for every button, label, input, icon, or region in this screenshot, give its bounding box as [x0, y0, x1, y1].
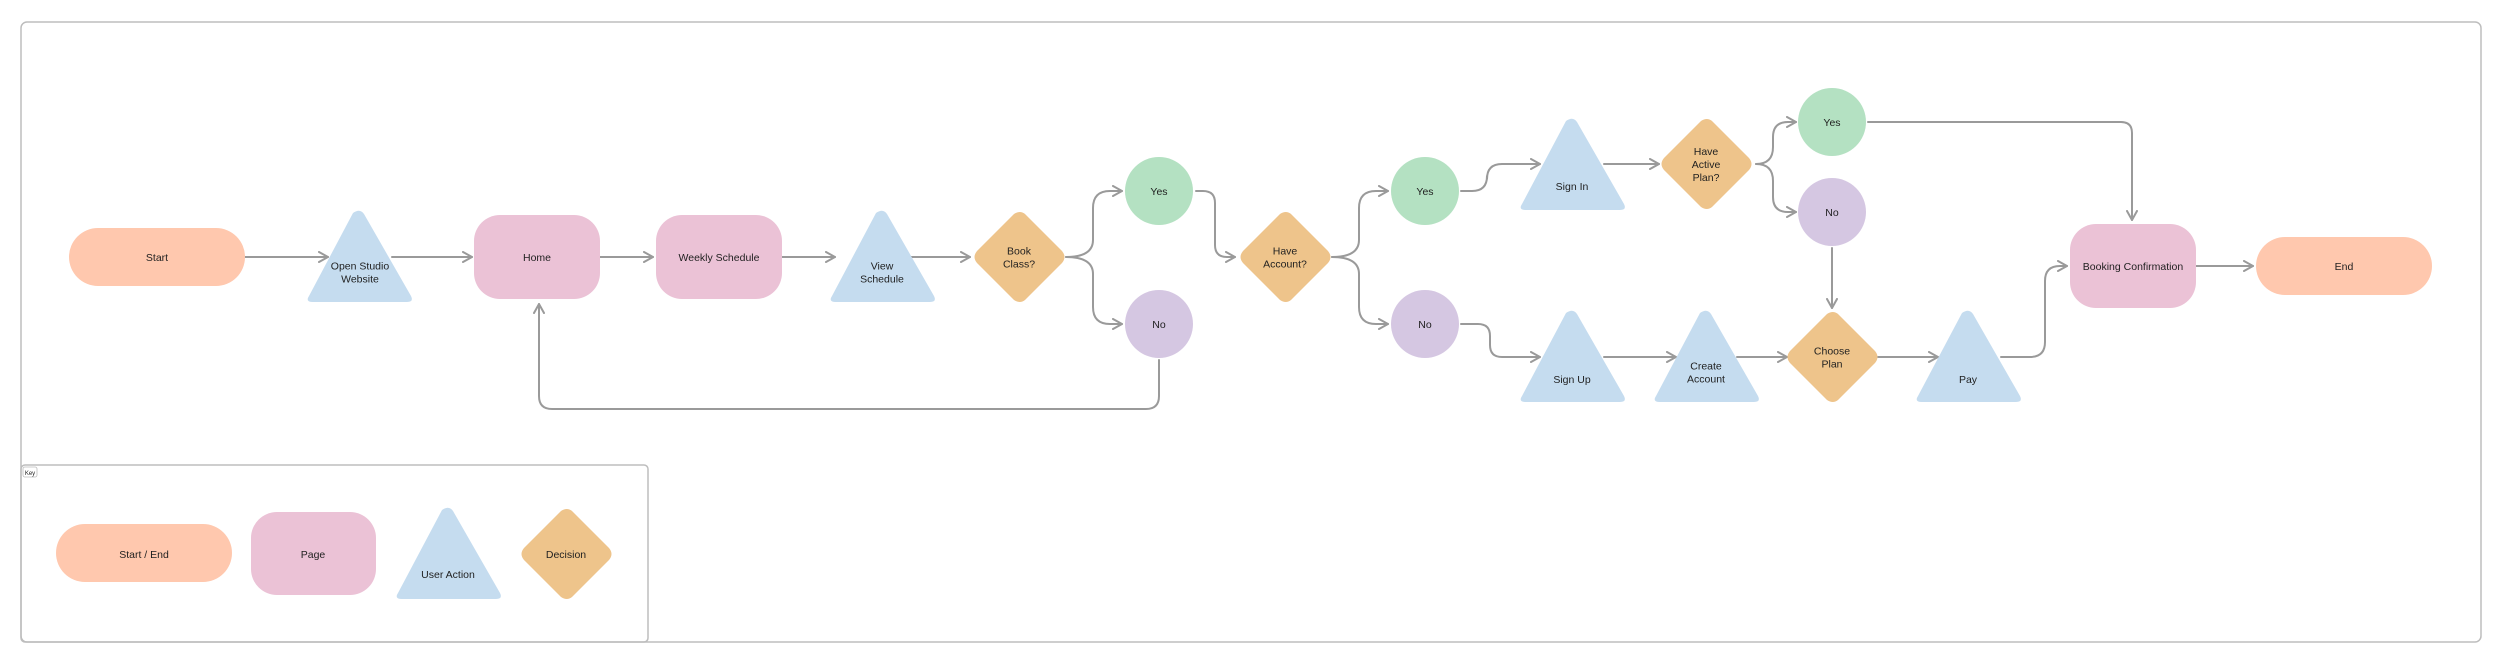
no-circle [1391, 290, 1459, 358]
yes-account-label: Yes [1416, 186, 1433, 198]
sign-up-label: Sign Up [1553, 374, 1591, 386]
edge-account-no [1331, 256, 1389, 330]
key-user-action: User Action [396, 507, 501, 599]
key-panel: Key Start / End Page User Action Decisio… [20, 464, 649, 643]
decision-diamond [521, 509, 612, 599]
sign-in-label: Sign In [1556, 181, 1589, 193]
sign-in-node[interactable]: Sign In [1520, 118, 1625, 210]
decision-diamond [974, 212, 1065, 302]
edge-book-yes [1065, 185, 1123, 258]
home-label: Home [523, 252, 551, 264]
no-book-label: No [1152, 319, 1166, 331]
end-node[interactable]: End [2256, 237, 2432, 295]
home-shape [474, 215, 600, 299]
connectors [244, 116, 2254, 410]
yes-circle [1798, 88, 1866, 156]
start-node[interactable]: Start [69, 228, 245, 286]
user-action-triangle [396, 507, 501, 599]
no-plan-node[interactable]: No [1798, 178, 1866, 246]
sign-up-node[interactable]: Sign Up [1520, 310, 1625, 402]
key-title-box [22, 466, 38, 478]
yes-circle [1391, 157, 1459, 225]
key-start-end-label: Start / End [119, 549, 169, 561]
decision-diamond [1240, 212, 1331, 302]
pay-node[interactable]: Pay [1916, 310, 2021, 402]
end-shape [2256, 237, 2432, 295]
decision-diamond [1661, 119, 1752, 209]
key-frame [20, 464, 649, 643]
key-start-end-shape [56, 524, 232, 582]
edge-yes-confirmation [1867, 121, 2138, 221]
no-account-label: No [1418, 319, 1432, 331]
edge-no-home [533, 303, 1160, 410]
key-page-label: Page [301, 549, 326, 561]
yes-circle [1125, 157, 1193, 225]
edge-account-yes [1331, 185, 1389, 258]
key-page: Page [251, 512, 376, 595]
key-start-end: Start / End [56, 524, 232, 582]
edge-pay-confirmation [2000, 260, 2068, 358]
edge-yes-account [1195, 190, 1236, 263]
yes-plan-node[interactable]: Yes [1798, 88, 1866, 156]
key-decision: Decision [521, 509, 612, 599]
diagram-frame [20, 21, 2482, 643]
user-action-triangle [1916, 310, 2021, 402]
edge-book-no [1065, 256, 1123, 330]
no-account-node[interactable]: No [1391, 290, 1459, 358]
edge-no-signup [1460, 323, 1541, 363]
user-action-triangle [830, 210, 935, 302]
edge-plan-no [1755, 163, 1797, 218]
user-action-triangle [1520, 310, 1625, 402]
no-circle [1798, 178, 1866, 246]
home-node[interactable]: Home [474, 215, 600, 299]
key-page-shape [251, 512, 376, 595]
booking-confirmation-label: Booking Confirmation [2083, 261, 2184, 273]
booking-confirmation-shape [2070, 224, 2196, 308]
decision-diamond [1787, 312, 1878, 402]
edge-plan-yes [1755, 116, 1797, 165]
weekly-schedule-shape [656, 215, 782, 299]
no-book-node[interactable]: No [1125, 290, 1193, 358]
end-label: End [2335, 261, 2354, 273]
booking-confirmation-node[interactable]: Booking Confirmation [2070, 224, 2196, 308]
no-plan-label: No [1825, 207, 1839, 219]
key-decision-label: Decision [546, 549, 586, 561]
key-user-action-label: User Action [421, 569, 475, 581]
yes-account-node[interactable]: Yes [1391, 157, 1459, 225]
yes-book-node[interactable]: Yes [1125, 157, 1193, 225]
yes-book-label: Yes [1150, 186, 1167, 198]
user-action-triangle [1520, 118, 1625, 210]
yes-plan-label: Yes [1823, 117, 1840, 129]
pay-label: Pay [1959, 374, 1978, 386]
start-shape [69, 228, 245, 286]
user-action-triangle [307, 210, 412, 302]
user-action-triangle [1654, 310, 1759, 402]
weekly-schedule-node[interactable]: Weekly Schedule [656, 215, 782, 299]
key-title: Key [25, 471, 35, 477]
weekly-schedule-label: Weekly Schedule [679, 252, 760, 264]
edge-yes-signin [1460, 158, 1541, 192]
start-label: Start [146, 252, 168, 264]
no-circle [1125, 290, 1193, 358]
